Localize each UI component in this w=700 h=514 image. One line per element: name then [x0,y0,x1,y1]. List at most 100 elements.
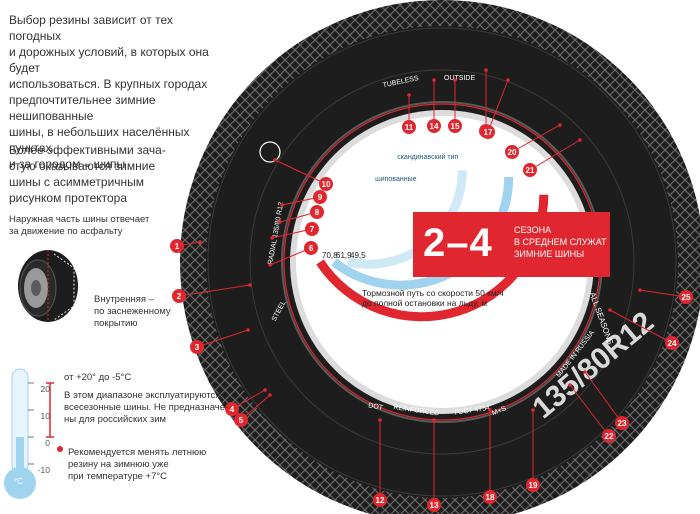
caption-line: В СРЕДНЕМ СЛУЖАТ [514,237,607,247]
callout-marker [170,239,184,253]
braking-title: Тормозной путь со скорости 50 км/ч [362,288,504,298]
callout-number: 24 [668,339,677,348]
callout-number: 23 [618,419,627,428]
callout-marker [305,222,319,236]
sidewall-mark [259,141,281,163]
callout-anchor [407,93,411,97]
callout-number: 14 [430,122,439,131]
asym-line: рисунком протектора [9,191,128,205]
dot-marking: DOT [368,402,384,412]
callout-leader [584,371,623,424]
note-line: за движение по асфальту [9,226,123,237]
note-line: Внутренняя – [94,294,154,305]
callout-marker [304,241,318,255]
note-line: В этом диапазоне эксплуатируются [64,390,221,401]
advice-line: резину на зимнюю уже [68,459,169,470]
callout-anchor [484,68,488,72]
note-line: Наружная часть шины отвечает [9,214,150,225]
braking-series-name: шипованные [375,176,417,183]
outside-marking: OUTSIDE [444,75,475,82]
callout-number: 15 [451,122,460,131]
seasons-value: 2–4 [423,221,493,265]
callout-number: 9 [318,193,323,202]
asym-line: шины с асимметричным [9,175,145,189]
callout-marker [679,290,693,304]
gost-marking: ГОСТ 4754 [454,405,490,417]
braking-title: до полной остановки на льду, м [362,298,487,308]
callout-anchor [246,328,250,332]
callout-marker [526,478,540,492]
note-line: покрытию [94,318,138,329]
inner-side-note: Внутренняя – по заснеженному покрытию [94,294,184,330]
callout-marker [483,490,497,504]
callout-number: 2 [177,292,182,301]
callout-number: 13 [430,501,439,510]
callout-number: 22 [605,432,614,441]
callout-number: 18 [486,493,495,502]
callout-leader [639,289,687,298]
callout-anchor [263,388,267,392]
callout-number: 6 [309,244,314,253]
callout-anchor [558,123,562,127]
callout-leader [487,79,509,133]
callout-marker [665,336,679,350]
callout-leader [178,284,251,297]
callout-number: 12 [376,496,385,505]
thermometer-icon [4,368,63,499]
braking-series-name: европейский тип [419,137,473,145]
thermometer-unit: °C [14,477,23,486]
callout-leader [569,384,610,437]
callout-number: 1 [175,242,180,251]
callout-marker [402,120,416,134]
intro-line: использоваться. В крупных городах [9,77,208,91]
season-range: от +20° до -5°С [64,372,234,384]
callout-marker [234,413,248,427]
callout-number: 17 [484,128,493,137]
asym-line: Более эффективными зача- [9,143,166,157]
callout-anchor [568,383,572,387]
braking-series-name: скандинавский тип [397,153,458,161]
callout-anchor [432,78,436,82]
callout-marker [313,190,327,204]
callout-number: 4 [230,405,235,414]
callout-marker [615,416,629,430]
advice-line: при температуре +7°С [68,471,168,482]
asymmetric-paragraph: Более эффективными зача- стую оказываютс… [9,142,179,206]
callout-number: 19 [529,481,538,490]
callout-number: 21 [526,166,535,175]
callout-anchor [280,203,284,207]
callout-leader [529,139,581,171]
braking-value-label: 61,9 [336,251,352,260]
callout-marker [319,177,333,191]
callout-number: 20 [508,148,517,157]
season-note: В этом диапазоне эксплуатируются всесезо… [64,390,239,426]
callout-anchor [453,78,457,82]
callout-anchor [248,283,252,287]
callout-marker [310,205,324,219]
callout-marker [523,163,537,177]
callout-marker [225,402,239,416]
callout-marker [448,119,462,133]
intro-line: и дорожных условий, в которых она будет [9,45,209,75]
tick-label: 10 [40,411,50,421]
tick-label: 20 [40,384,50,394]
caption-line: ЗИМНИЕ ШИНЫ [514,249,585,259]
intro-line: шины, в небольших населённых пунктах [9,125,190,155]
advice-line: Рекомендуется менять летнюю [68,447,207,458]
callout-number: 25 [682,293,691,302]
thermometer-scale: 20 10 0 -10 [34,376,50,484]
callout-marker [172,289,186,303]
callout-number: 7 [310,225,315,234]
tick-label: -10 [37,465,50,475]
callout-marker [190,340,204,354]
seasons-banner: 2–4 СЕЗОНА В СРЕДНЕМ СЛУЖАТ ЗИМНИЕ ШИНЫ [413,212,610,277]
braking-value-label: 49,5 [350,251,366,260]
callout-anchor [488,408,492,412]
callout-leader [196,329,249,348]
callout-anchor [268,393,272,397]
callout-anchor [270,236,274,240]
callout-number: 3 [195,343,200,352]
callout-marker [373,493,387,507]
